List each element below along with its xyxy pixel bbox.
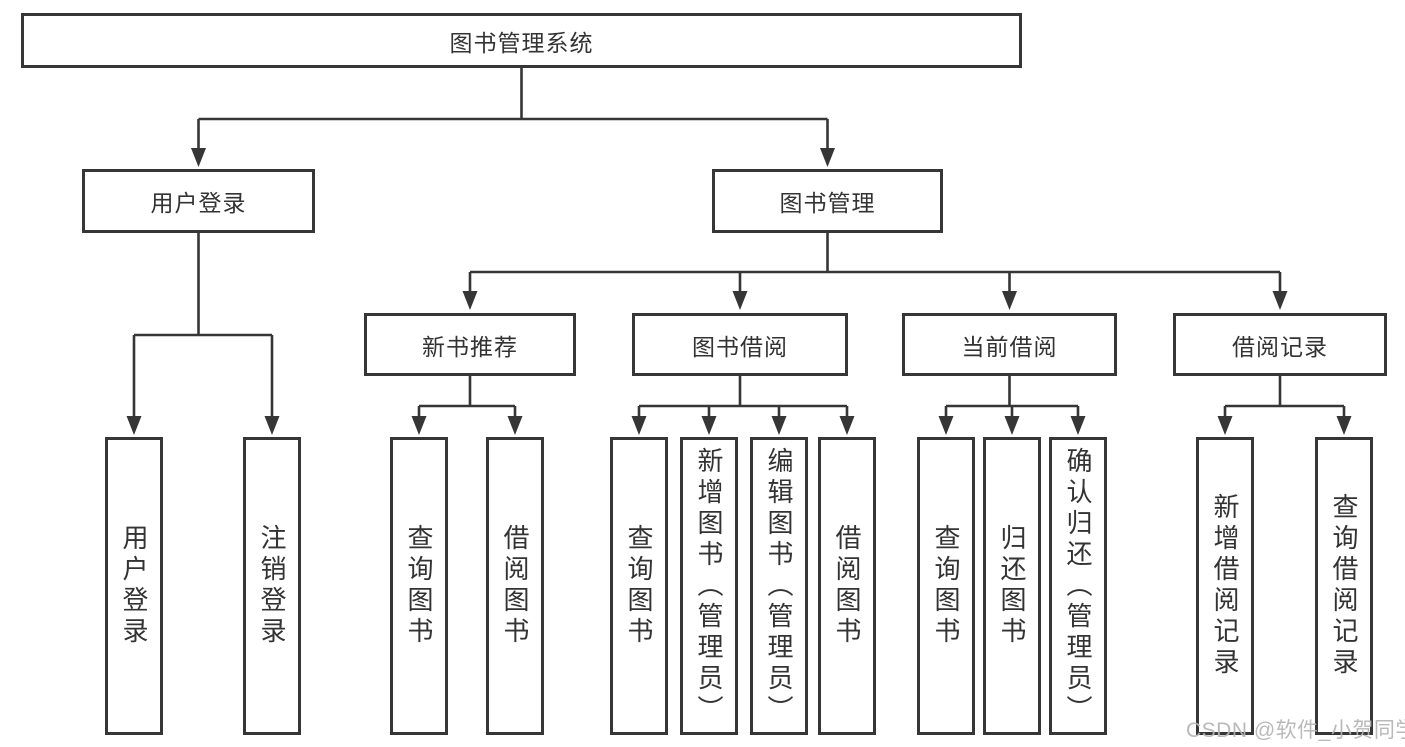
node-rec-borrow-book: 借阅图书: [486, 437, 544, 735]
node-label: 确认归还（管理员）: [1063, 446, 1093, 726]
node-new-book-rec: 新书推荐: [364, 313, 576, 376]
node-cb-confirm-return: 确认归还（管理员）: [1049, 437, 1107, 735]
node-borrow-record: 借阅记录: [1173, 313, 1387, 376]
node-rec-query-book: 查询图书: [390, 437, 448, 735]
node-current-borrow: 当前借阅: [902, 313, 1117, 376]
node-label: 查询图书: [624, 524, 654, 648]
node-cb-return-book: 归还图书: [983, 437, 1041, 735]
node-label: 新书推荐: [422, 333, 518, 360]
node-label: 图书借阅: [692, 333, 788, 360]
node-cb-query-book: 查询图书: [917, 437, 975, 735]
node-label: 图书管理: [779, 190, 876, 216]
node-label: 编辑图书（管理员）: [764, 446, 794, 726]
node-label: 查询图书: [404, 524, 434, 648]
node-label: 注销登录: [257, 524, 287, 648]
node-label: 借阅图书: [500, 524, 530, 648]
node-root: 图书管理系统: [21, 13, 1022, 68]
node-book-borrow: 图书借阅: [632, 313, 848, 376]
node-br-query-record: 查询借阅记录: [1315, 437, 1373, 735]
node-label: 图书管理系统: [449, 29, 594, 56]
node-label: 用户登录: [119, 524, 149, 648]
node-label: 当前借阅: [961, 333, 1058, 360]
node-label: 新增借阅记录: [1210, 493, 1240, 679]
node-label: 新增图书（管理员）: [694, 446, 724, 726]
node-bb-query-book: 查询图书: [610, 437, 668, 735]
node-logout: 注销登录: [243, 437, 301, 735]
node-bb-edit-book: 编辑图书（管理员）: [750, 437, 808, 735]
node-label: 查询借阅记录: [1329, 493, 1359, 679]
node-label: 借阅记录: [1232, 333, 1328, 360]
node-login: 用户登录: [105, 437, 163, 735]
watermark: CSDN @软件_小贺同学: [1186, 719, 1405, 742]
node-bb-borrow-book: 借阅图书: [818, 437, 876, 735]
node-book-mgmt: 图书管理: [712, 169, 943, 233]
node-br-add-record: 新增借阅记录: [1196, 437, 1254, 735]
node-label: 归还图书: [997, 524, 1027, 648]
node-label: 查询图书: [931, 524, 961, 648]
node-user-login: 用户登录: [82, 169, 315, 233]
node-bb-add-book: 新增图书（管理员）: [680, 437, 738, 735]
node-label: 用户登录: [150, 190, 247, 216]
node-label: 借阅图书: [832, 524, 862, 648]
